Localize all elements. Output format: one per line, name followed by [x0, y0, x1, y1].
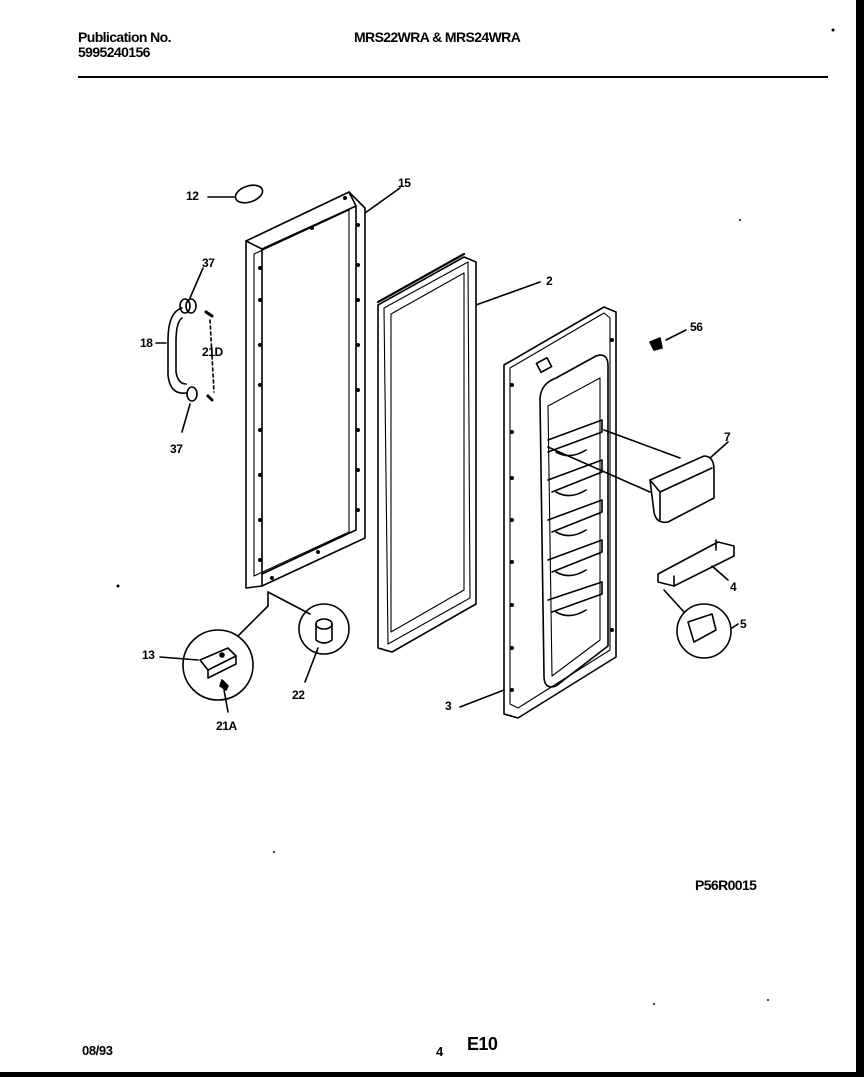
label-part-2: 2 [546, 274, 553, 288]
frame-screw-holes [258, 196, 360, 580]
footer-section-code: E10 [467, 1034, 498, 1054]
label-part-4: 4 [730, 580, 737, 594]
label-part-12: 12 [186, 189, 199, 203]
part-13-hinge [159, 591, 311, 713]
part-12-cap [207, 184, 264, 204]
part-4-shelf-rail [657, 539, 735, 587]
footer-date: 08/93 [82, 1043, 113, 1058]
part-7-bin-cover [547, 429, 729, 524]
header-rule [78, 76, 828, 78]
liner-screw-holes [510, 338, 614, 692]
label-part-15: 15 [398, 176, 411, 190]
part-56-screw [649, 329, 687, 351]
label-part-5: 5 [740, 617, 747, 631]
label-part-37-bottom: 37 [170, 442, 183, 456]
part-18-handle [155, 267, 215, 433]
label-part-21d: 21D [202, 345, 223, 359]
footer-page-number: 4 [436, 1044, 443, 1059]
diagram-code: P56R0015 [695, 877, 757, 893]
label-part-7: 7 [724, 430, 731, 444]
part-5-bracket [663, 589, 739, 659]
publication-number: 5995240156 [78, 44, 150, 60]
part-2-gasket [376, 252, 541, 653]
label-part-21a: 21A [216, 719, 237, 733]
label-part-3: 3 [445, 699, 452, 713]
part-15-door-frame [245, 187, 401, 589]
publication-label: Publication No. [78, 29, 171, 45]
scan-specks [116, 28, 835, 1005]
part-3-door-liner [459, 306, 617, 719]
model-numbers: MRS22WRA & MRS24WRA [354, 29, 521, 45]
label-part-37-top: 37 [202, 256, 215, 270]
label-part-22: 22 [292, 688, 305, 702]
part-22-door-stop [298, 603, 350, 683]
label-part-18: 18 [140, 336, 153, 350]
label-part-56: 56 [690, 320, 703, 334]
label-part-13: 13 [142, 648, 155, 662]
